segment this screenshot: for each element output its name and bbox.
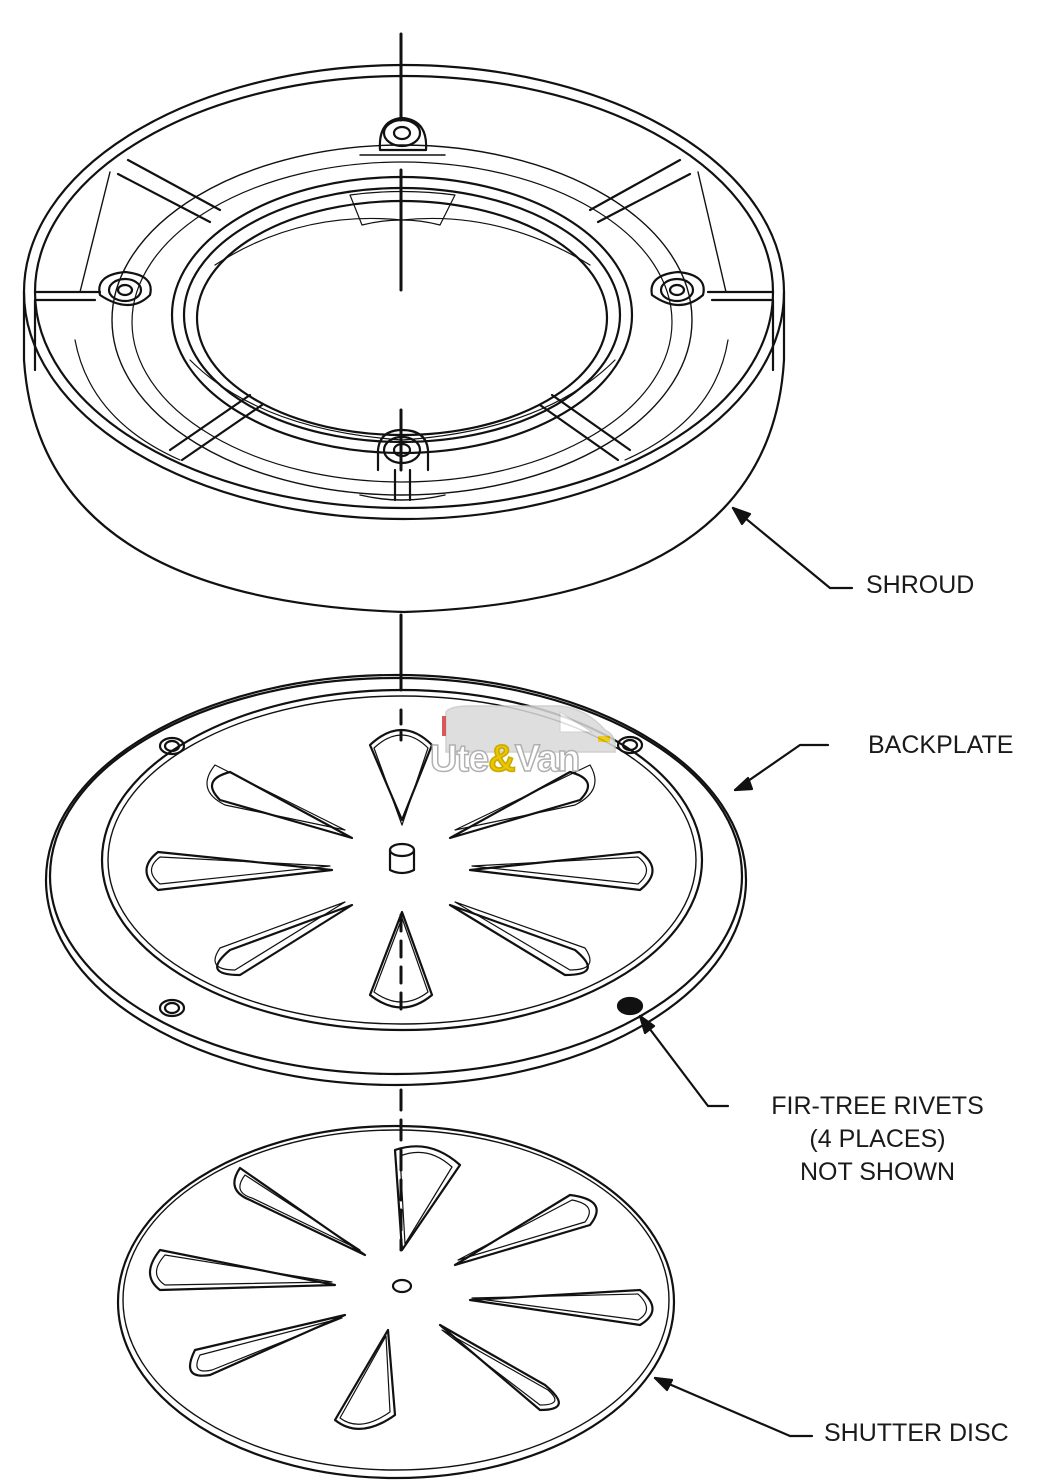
label-backplate: BACKPLATE xyxy=(868,731,1014,759)
watermark-part2: Van xyxy=(514,737,581,781)
backplate-leader xyxy=(733,743,830,792)
rivets-leader xyxy=(638,1014,730,1108)
watermark-part1: Ute xyxy=(429,737,490,781)
shutter-disc-part xyxy=(116,1124,676,1480)
label-shutter-disc: SHUTTER DISC xyxy=(824,1419,1009,1447)
label-fir-tree-rivets: FIR-TREE RIVETS (4 PLACES) NOT SHOWN xyxy=(755,1090,1000,1189)
label-rivets-line3: NOT SHOWN xyxy=(799,1158,956,1186)
label-rivets-line1: FIR-TREE RIVETS xyxy=(771,1092,984,1120)
watermark-text: Ute&Van xyxy=(429,737,581,781)
shroud-leader xyxy=(731,506,854,590)
backplate-part xyxy=(44,673,748,1087)
label-rivets-line2: (4 PLACES) xyxy=(809,1125,946,1153)
shutter-disc-leader xyxy=(653,1376,814,1438)
shroud-part xyxy=(22,63,786,614)
label-shroud: SHROUD xyxy=(866,571,975,599)
watermark-amp: & xyxy=(487,737,516,781)
watermark-logo xyxy=(442,705,616,753)
